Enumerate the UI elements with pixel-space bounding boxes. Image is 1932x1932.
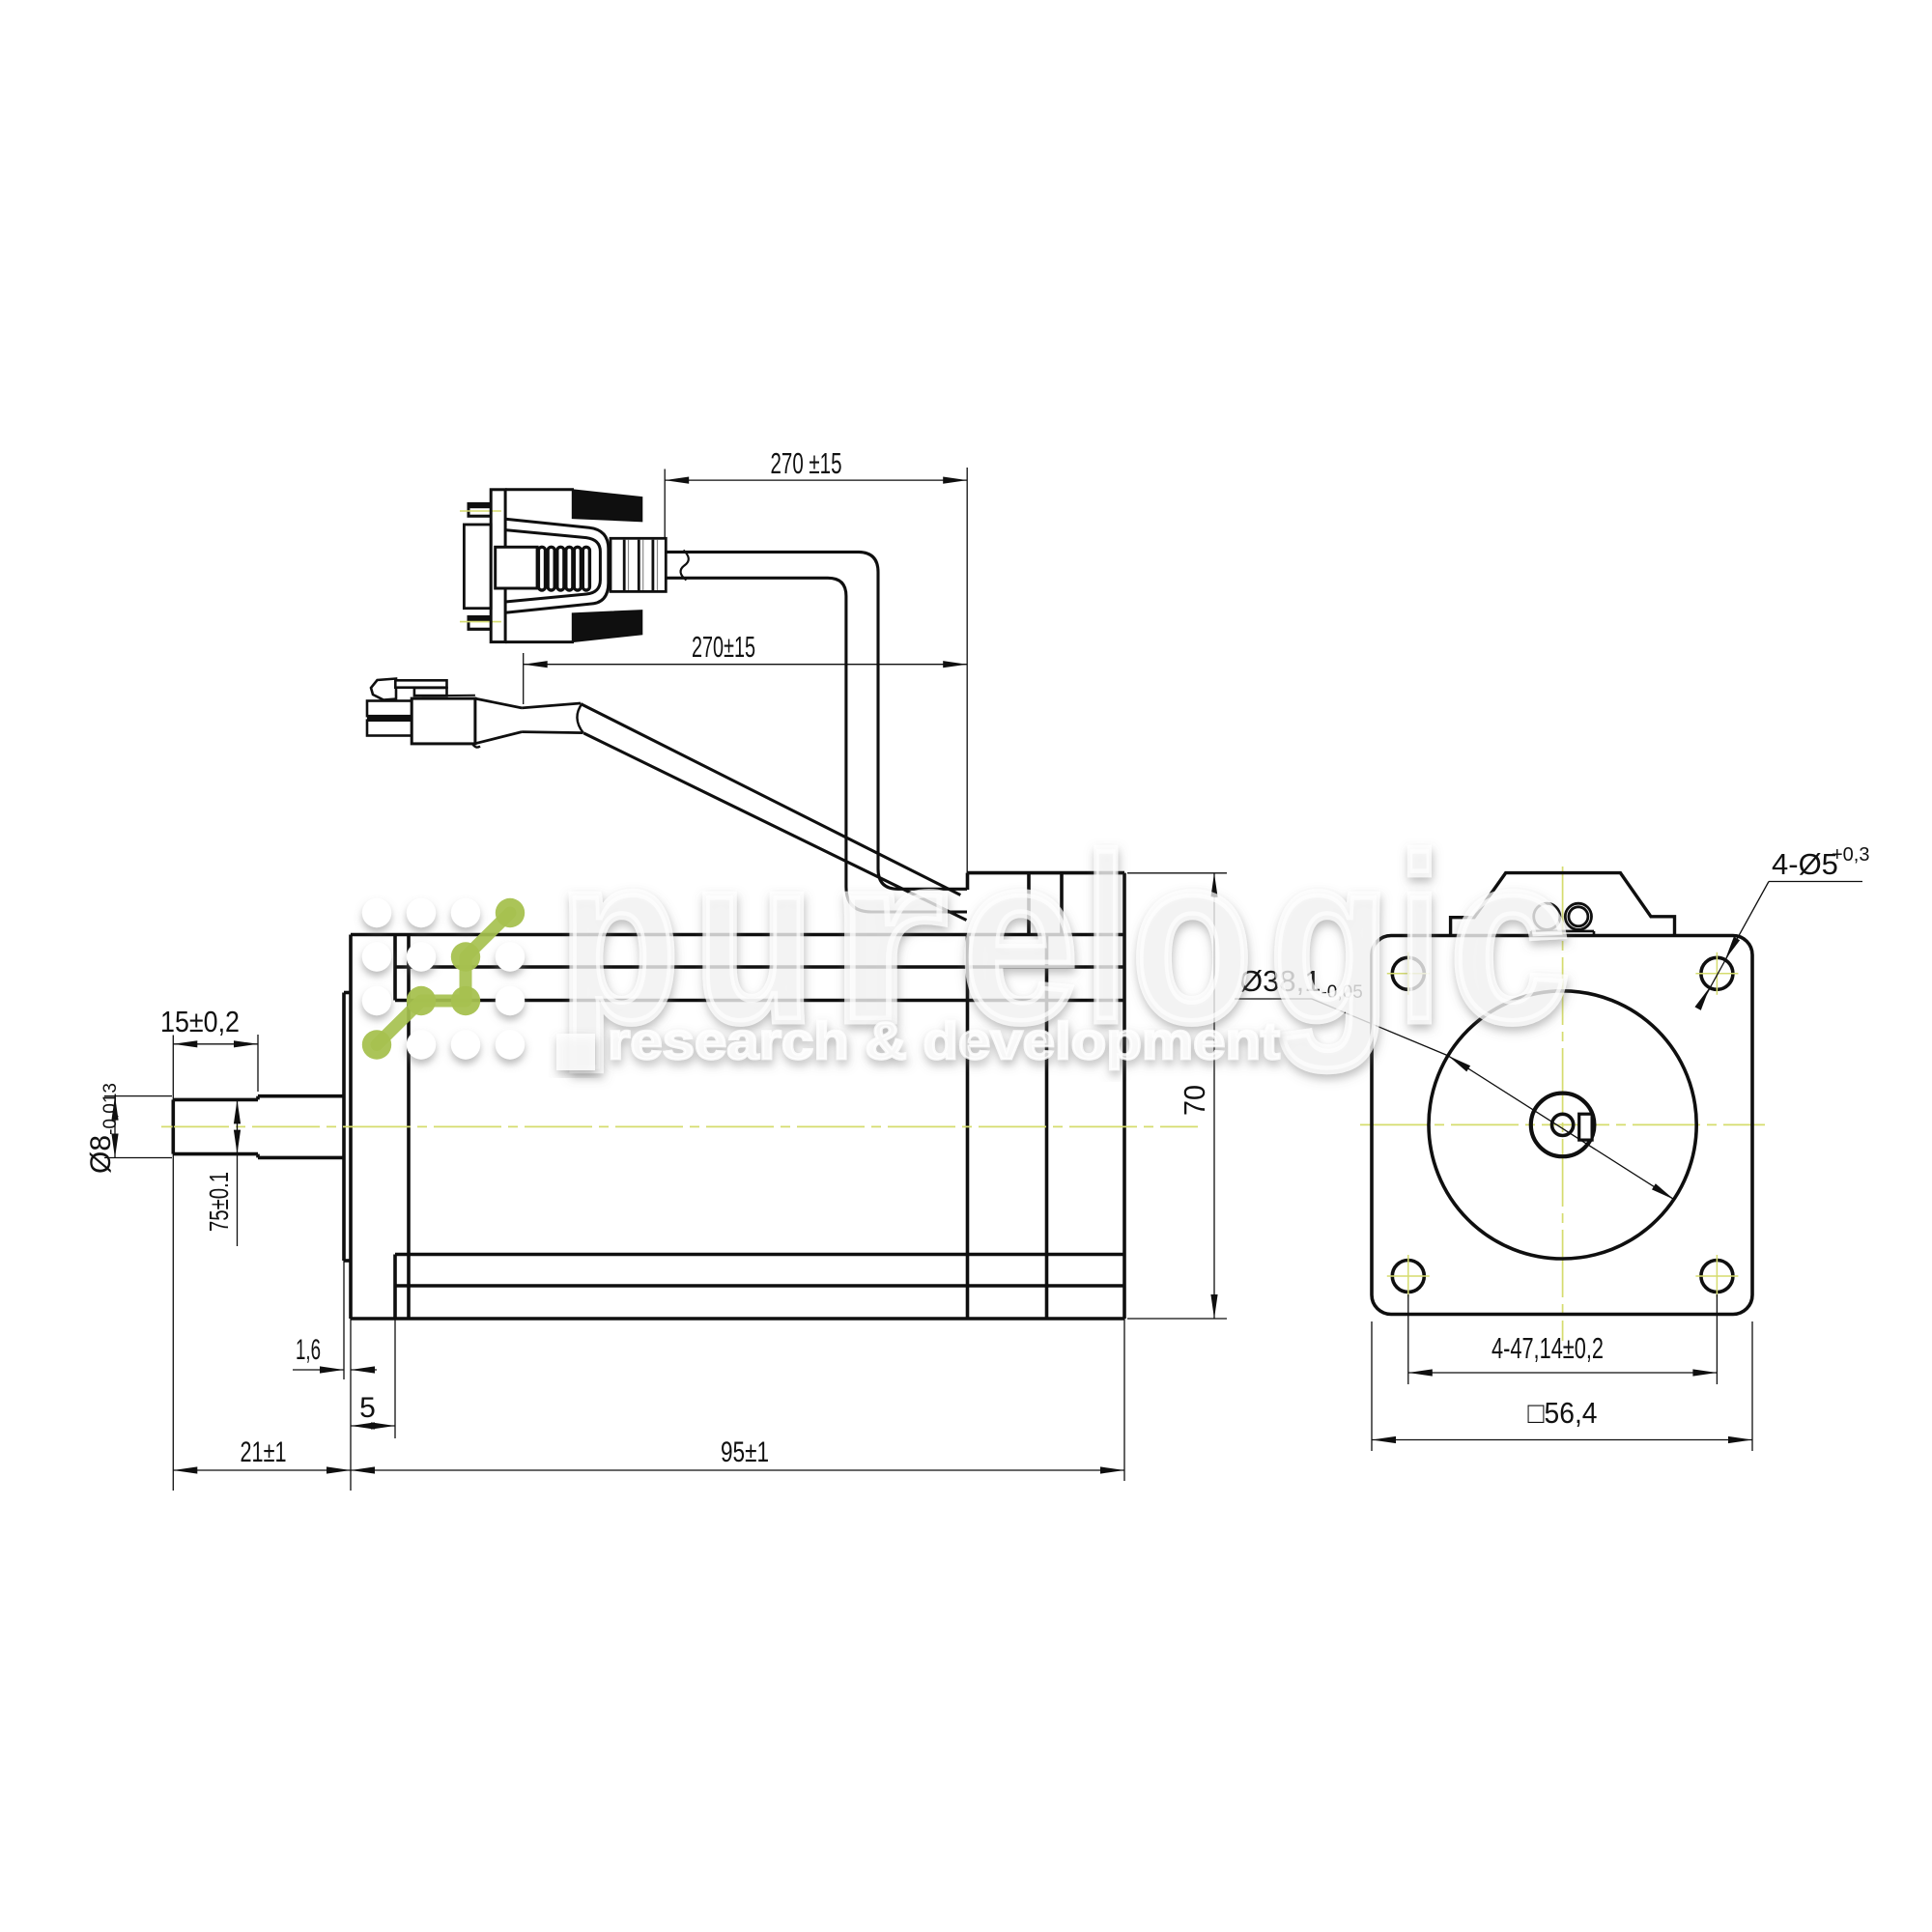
svg-text:95±1: 95±1 (721, 1436, 769, 1468)
svg-text:p: p (559, 807, 679, 1070)
svg-text:75±0.1: 75±0.1 (204, 1172, 234, 1232)
svg-text:270 ±15: 270 ±15 (771, 446, 842, 480)
svg-text:4-47,14±0,2: 4-47,14±0,2 (1492, 1331, 1604, 1365)
svg-text:+0,3: +0,3 (1832, 844, 1869, 866)
svg-text:o: o (1132, 807, 1252, 1070)
svg-text:g: g (1270, 807, 1390, 1070)
svg-text:270±15: 270±15 (692, 630, 755, 664)
svg-text:21±1: 21±1 (241, 1436, 287, 1468)
svg-text:i: i (1401, 807, 1439, 1070)
svg-text:u: u (695, 807, 814, 1070)
svg-text:15±0,2: 15±0,2 (160, 1005, 240, 1038)
svg-text:70: 70 (1178, 1085, 1211, 1116)
svg-text:r: r (829, 807, 947, 1070)
svg-text:l: l (1087, 807, 1125, 1070)
svg-text:1,6: 1,6 (296, 1334, 321, 1366)
svg-text:5: 5 (359, 1392, 376, 1424)
svg-text:research & development: research & development (608, 1012, 1280, 1070)
svg-text:4-Ø5: 4-Ø5 (1772, 847, 1838, 881)
svg-text:□56,4: □56,4 (1528, 1396, 1598, 1430)
svg-text:e: e (960, 807, 1078, 1070)
svg-text:c: c (1450, 807, 1570, 1070)
